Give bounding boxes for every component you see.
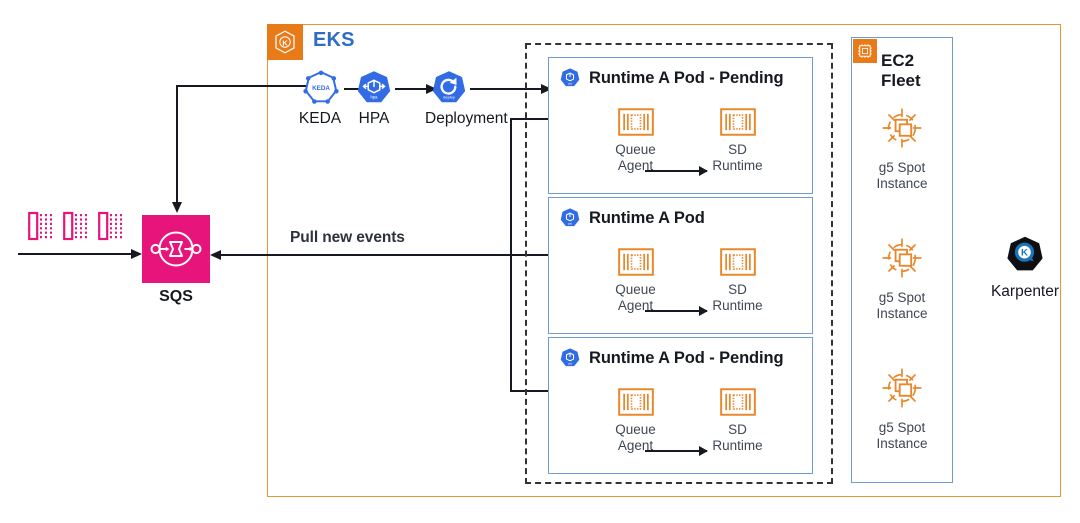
spot-instance-label: g5 Spot Instance [876, 160, 928, 192]
connector-keda-to-sqs-horizontal [176, 85, 309, 87]
connector-deployment-to-pod [470, 83, 552, 94]
svg-text:hpa: hpa [371, 94, 379, 99]
connector-queue-agent-to-sd-runtime [645, 446, 708, 456]
pod-header: pod Runtime A Pod - Pending [559, 67, 784, 89]
pod-component-label: SD Runtime [712, 282, 763, 313]
pod-title: Runtime A Pod - Pending [589, 68, 784, 87]
connector-hpa-to-deployment [395, 83, 437, 94]
hpa-icon: hpa [357, 71, 391, 103]
sqs-message-icon [63, 211, 87, 241]
pod-component-label: SD Runtime [712, 422, 763, 453]
kubernetes-pod-icon: pod [560, 208, 580, 227]
spot-instance-icon [882, 108, 922, 148]
svg-text:K: K [1021, 248, 1028, 259]
kubernetes-pod-icon: pod [560, 68, 580, 87]
sqs-label: SQS [159, 288, 193, 305]
sqs-message-icons [28, 210, 124, 244]
pod-card: pod Runtime A Pod Queue Agent [548, 197, 813, 334]
container-icon [617, 388, 654, 416]
pod-title: Runtime A Pod [589, 208, 705, 227]
pod-component-sd-runtime: SD Runtime [685, 108, 790, 174]
pod-component-label: Queue Agent [615, 142, 656, 173]
pod-component-label: Queue Agent [615, 422, 656, 453]
pod-header: pod Runtime A Pod [559, 207, 705, 229]
karpenter-icon: K [1007, 236, 1043, 271]
ec2-fleet-title: EC2 Fleet [881, 51, 921, 91]
ec2-icon [853, 39, 877, 63]
pod-component-label: Queue Agent [615, 282, 656, 313]
sqs-message-icon [28, 211, 52, 241]
pod-card: pod Runtime A Pod - Pending Queue Agent [548, 57, 813, 194]
pod-component-sd-runtime: SD Runtime [685, 248, 790, 314]
pods-group-boundary [525, 43, 833, 484]
connector-pull-new-events [210, 249, 623, 260]
sqs-message-icon [98, 211, 122, 241]
eks-group-boundary [267, 24, 1061, 497]
container-icon [617, 248, 654, 276]
keda-label: KEDA [298, 110, 342, 127]
deployment-node: deploy Deployment [425, 70, 508, 128]
hpa-label: HPA [358, 110, 390, 127]
connector-queue-agent-to-sd-runtime [645, 306, 708, 316]
container-icon [719, 248, 756, 276]
connector-keda-to-sqs-vertical [171, 85, 182, 213]
eks-icon: K [267, 24, 303, 60]
connector-events-to-sqs [18, 248, 142, 259]
spot-instance-label: g5 Spot Instance [876, 420, 928, 452]
pod-title: Runtime A Pod - Pending [589, 348, 784, 367]
keda-icon: KEDA [303, 70, 339, 104]
svg-text:KEDA: KEDA [312, 85, 330, 92]
spot-instance-icon [882, 368, 922, 408]
spot-instance-label: g5 Spot Instance [876, 290, 928, 322]
deployment-label: Deployment [425, 110, 508, 127]
eks-title: EKS [313, 29, 355, 51]
karpenter-label: Karpenter [990, 283, 1060, 300]
svg-text:pod: pod [568, 222, 573, 225]
spot-instance-icon [882, 238, 922, 278]
karpenter-node: K Karpenter [975, 235, 1075, 301]
container-icon [617, 108, 654, 136]
hpa-node: hpa HPA [352, 70, 396, 128]
svg-text:deploy: deploy [443, 94, 455, 99]
svg-text:K: K [282, 38, 288, 47]
deployment-icon: deploy [432, 71, 466, 103]
sqs-queue-icon [142, 215, 210, 283]
pod-component-queue-agent: Queue Agent [583, 248, 688, 314]
pod-header: pod Runtime A Pod - Pending [559, 347, 784, 369]
pod-component-label: SD Runtime [712, 142, 763, 173]
spot-instance: g5 Spot Instance [851, 236, 953, 322]
container-icon [719, 388, 756, 416]
pod-component-queue-agent: Queue Agent [583, 388, 688, 454]
pod-component-sd-runtime: SD Runtime [685, 388, 790, 454]
svg-text:pod: pod [568, 362, 573, 365]
svg-text:pod: pod [568, 82, 573, 85]
pod-component-queue-agent: Queue Agent [583, 108, 688, 174]
container-icon [719, 108, 756, 136]
connector-pod-riser [510, 118, 512, 392]
spot-instance: g5 Spot Instance [851, 366, 953, 452]
pull-new-events-label: Pull new events [290, 229, 405, 246]
connector-queue-agent-to-sd-runtime [645, 166, 708, 176]
spot-instance: g5 Spot Instance [851, 106, 953, 192]
keda-node: KEDA KEDA [296, 70, 346, 128]
kubernetes-pod-icon: pod [560, 348, 580, 367]
pod-card: pod Runtime A Pod - Pending Queue Agent [548, 337, 813, 474]
